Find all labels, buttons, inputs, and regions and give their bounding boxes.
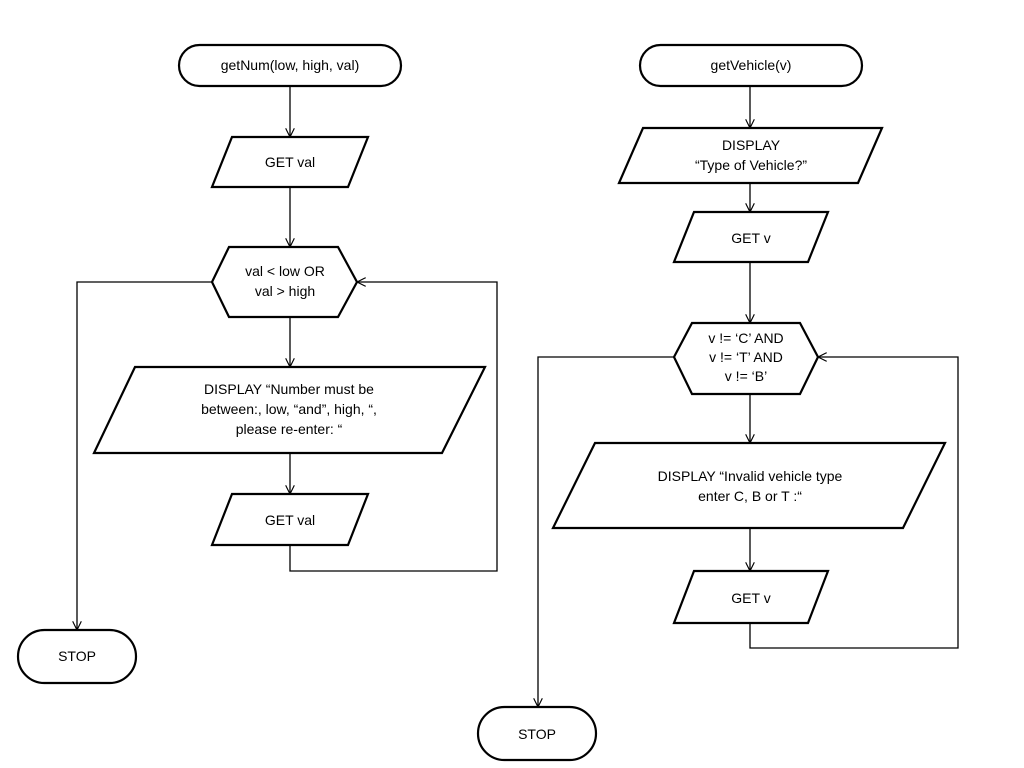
connector-condition-to-stop: [538, 356, 674, 707]
input-get-v-1: [672, 210, 830, 264]
decision-line-1: val < low OR: [245, 263, 325, 279]
decision-line-1: v != ‘C’ AND: [708, 330, 783, 346]
decision-line-2: val > high: [255, 283, 315, 299]
terminator-stop-label: STOP: [58, 648, 96, 664]
connector-condition-to-stop: [77, 281, 212, 630]
decision-line-3: v != ‘B’: [725, 368, 767, 384]
input-get-val-2-label: GET val: [265, 512, 315, 528]
output-display-line-2: between:, low, “and”, high, “,: [201, 401, 377, 417]
decision-line-2: v != ‘T’ AND: [709, 349, 783, 365]
terminator-start-label: getNum(low, high, val): [221, 57, 360, 73]
terminator-start: [638, 43, 864, 88]
input-get-val-1-label: GET val: [265, 154, 315, 170]
decision-range-check: [210, 245, 359, 319]
terminator-stop-label: STOP: [518, 726, 556, 742]
output-display-line-1: DISPLAY “Number must be: [204, 381, 374, 397]
output-prompt-line-2: “Type of Vehicle?”: [695, 157, 807, 173]
connector-loop-back: [289, 282, 498, 572]
input-get-v-1-label: GET v: [731, 230, 770, 246]
connector-loop-back: [749, 357, 959, 649]
terminator-start: [177, 43, 403, 88]
input-get-v-2: [672, 569, 830, 625]
output-display-line-2: enter C, B or T :“: [698, 488, 802, 504]
output-display-line-3: please re-enter: “: [236, 421, 343, 437]
terminator-stop: [16, 628, 138, 685]
terminator-stop: [476, 705, 598, 762]
input-get-val-2: [210, 492, 370, 547]
output-display-error: [92, 365, 487, 455]
decision-vehicle-check: [672, 321, 820, 396]
input-get-v-2-label: GET v: [731, 590, 770, 606]
input-get-val-1: [210, 135, 370, 189]
output-display-error: [551, 441, 947, 530]
output-display-prompt: [617, 126, 884, 185]
terminator-start-label: getVehicle(v): [711, 57, 792, 73]
flowchart-getvehicle: getVehicle(v) DISPLAY “Type of Vehicle?”…: [476, 43, 959, 762]
output-display-line-1: DISPLAY “Invalid vehicle type: [658, 468, 843, 484]
flowchart-getnum: getNum(low, high, val) GET val val < low…: [16, 43, 498, 685]
output-prompt-line-1: DISPLAY: [722, 137, 781, 153]
